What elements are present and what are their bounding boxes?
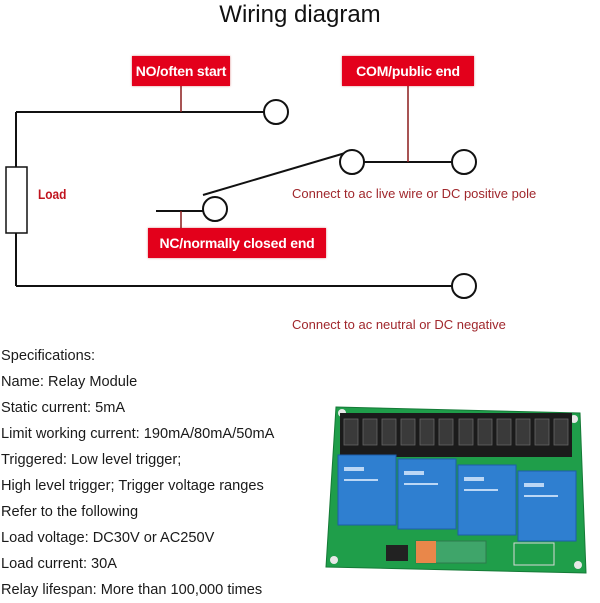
relay-module-image: [325, 406, 587, 574]
switch-arm: [202, 150, 353, 196]
wiring-diagram: [5, 84, 477, 299]
spec-line: Triggered: Low level trigger;: [1, 452, 182, 468]
com-label: COM/public end: [342, 56, 474, 86]
nc-label: NC/normally closed end: [148, 228, 326, 258]
neutral-note: Connect to ac neutral or DC negative: [292, 317, 506, 332]
spec-line: Name: Relay Module: [1, 374, 138, 390]
screw-terminals: [340, 413, 572, 457]
specs-heading: Specifications:: [1, 348, 96, 364]
spec-line: Static current: 5mA: [1, 400, 126, 416]
jumper-grid: [513, 542, 555, 566]
nc-terminal: [202, 196, 228, 222]
no-terminal: [263, 99, 289, 125]
diagram-title: Wiring diagram: [219, 1, 381, 28]
relay: [337, 454, 577, 542]
live-note: Connect to ac live wire or DC positive p…: [292, 186, 537, 201]
spec-line: Refer to the following: [1, 504, 139, 520]
spec-line: Load current: 30A: [1, 556, 118, 572]
no-label: NO/often start: [132, 56, 230, 86]
spec-line: Load voltage: DC30V or AC250V: [1, 530, 215, 546]
live-terminal: [451, 149, 477, 175]
specifications: Specifications: Name: Relay Module Stati…: [1, 343, 274, 603]
load-label: Load: [38, 186, 67, 202]
load-resistor: [5, 166, 28, 234]
neutral-terminal: [451, 273, 477, 299]
spec-line: Relay lifespan: More than 100,000 times: [1, 582, 263, 598]
spec-line: Limit working current: 190mA/80mA/50mA: [1, 426, 275, 442]
pin-header: [386, 545, 408, 561]
com-terminal: [339, 149, 365, 175]
spec-line: High level trigger; Trigger voltage rang…: [1, 478, 264, 494]
